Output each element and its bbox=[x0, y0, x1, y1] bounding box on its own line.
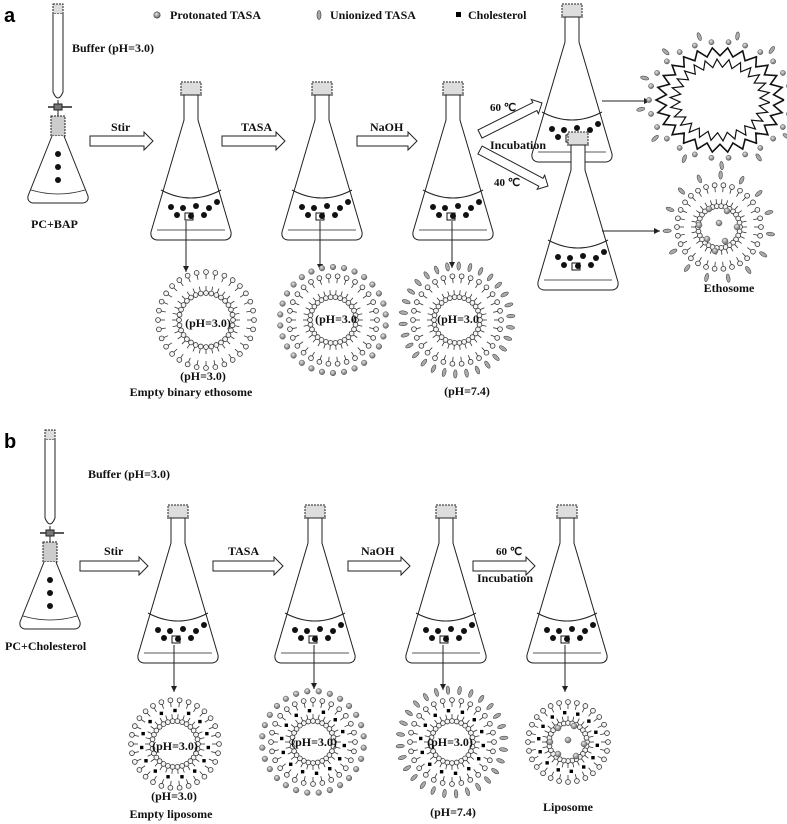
panel-a-step-tasa: TASA bbox=[241, 120, 272, 134]
panel-a-flask-3 bbox=[412, 81, 494, 241]
panel-a-arrow-naoh bbox=[356, 130, 418, 152]
panel-b-flask-60c bbox=[526, 504, 608, 664]
panel-a-arrow-40c bbox=[477, 145, 549, 191]
panel-b-arrow-naoh bbox=[347, 555, 411, 577]
panel-b-vesicle-naoh bbox=[395, 685, 509, 799]
panel-b-flask-1 bbox=[137, 504, 219, 664]
panel-b-vesicle1-inner: (pH=3.0) bbox=[152, 739, 198, 753]
panel-b-temp: 60 ℃ bbox=[496, 546, 522, 558]
panel-b-down-arrow-2 bbox=[311, 645, 317, 689]
panel-a-incubation: Incubation bbox=[490, 138, 546, 152]
panel-a-step-naoh: NaOH bbox=[370, 120, 404, 134]
panel-a-arrow-stir bbox=[89, 130, 154, 152]
panel-b-vesicle2-inner: (pH=3.0) bbox=[291, 735, 337, 749]
panel-a-step-stir: Stir bbox=[111, 120, 131, 134]
panel-b-letter: b bbox=[4, 431, 16, 453]
protonated-tasa-symbol bbox=[153, 11, 161, 19]
panel-a-vesicle1-below: (pH=3.0) bbox=[180, 369, 226, 383]
panel-b-down-arrow-4 bbox=[562, 645, 568, 692]
panel-b-down-arrow-1 bbox=[171, 645, 177, 692]
panel-a-arrow-60c bbox=[477, 98, 543, 139]
panel-a-right-arrow-bottom bbox=[602, 228, 660, 234]
panel-b-incubation: Incubation bbox=[477, 571, 533, 585]
panel-a-product: Ethosome bbox=[704, 281, 755, 295]
panel-a-vesicle-empty bbox=[155, 269, 257, 371]
panel-a-arrow-tasa bbox=[221, 130, 286, 152]
panel-b-arrow-60c bbox=[472, 555, 536, 577]
legend-unionized: Unionized TASA bbox=[330, 8, 416, 22]
panel-a-flask-40c bbox=[537, 131, 619, 291]
cholesterol-symbol bbox=[456, 12, 461, 17]
panel-a-vesicle-tasa bbox=[277, 263, 389, 377]
panel-b-vesicle-empty bbox=[128, 697, 222, 791]
panel-a-down-arrow-3 bbox=[449, 221, 455, 268]
panel-a-vesicle1-inner: (pH=3.0) bbox=[185, 316, 231, 330]
panel-a-temp-high: 60 ℃ bbox=[490, 102, 516, 114]
panel-b-product: Liposome bbox=[543, 800, 594, 814]
panel-b-flask-3 bbox=[405, 504, 487, 664]
panel-a-vesicle3-below: (pH=7.4) bbox=[444, 384, 490, 398]
panel-b-arrow-tasa bbox=[212, 555, 284, 577]
panel-b-vesicle3-below: (pH=7.4) bbox=[430, 805, 476, 819]
panel-a bbox=[27, 3, 787, 379]
panel-b-funnel-flask bbox=[19, 429, 81, 630]
panel-a-vesicle2-inner: (pH=3.0 bbox=[315, 312, 357, 326]
panel-b-buffer-label: Buffer (pH=3.0) bbox=[88, 467, 170, 481]
panel-b-liposome bbox=[525, 699, 611, 785]
panel-b-start-label: PC+Cholesterol bbox=[5, 639, 87, 653]
panel-b bbox=[19, 429, 611, 799]
panel-a-temp-low: 40 ℃ bbox=[494, 177, 520, 189]
panel-b-step-stir: Stir bbox=[104, 544, 124, 558]
panel-b-arrow-stir bbox=[79, 555, 149, 577]
panel-a-start-label: PC+BAP bbox=[31, 217, 78, 231]
panel-a-vesicle-star bbox=[636, 31, 787, 171]
unionized-tasa-symbol bbox=[316, 10, 322, 20]
panel-b-vesicle3-inner: (pH=3.0) bbox=[427, 735, 473, 749]
panel-b-step-naoh: NaOH bbox=[361, 544, 395, 558]
panel-b-vesicle1-name: Empty liposome bbox=[129, 807, 213, 821]
panel-b-flask-2 bbox=[274, 504, 356, 664]
panel-b-down-arrow-3 bbox=[440, 645, 446, 690]
panel-a-flask-1 bbox=[150, 81, 232, 241]
panel-a-flask-2 bbox=[281, 81, 363, 241]
panel-a-buffer-label: Buffer (pH=3.0) bbox=[72, 41, 154, 55]
legend: Protonated TASA Unionized TASA Cholester… bbox=[153, 8, 527, 22]
panel-a-vesicle1-name: Empty binary ethosome bbox=[130, 385, 253, 399]
panel-a-vesicle3-inner: (pH=3.0 bbox=[437, 312, 479, 326]
panel-a-letter: a bbox=[4, 5, 16, 27]
panel-b-vesicle1-below: (pH=3.0) bbox=[151, 789, 197, 803]
panel-a-down-arrow-1 bbox=[183, 221, 189, 272]
panel-a-funnel-flask bbox=[27, 3, 89, 204]
panel-a-vesicle-naoh bbox=[398, 261, 516, 379]
panel-a-ethosome bbox=[662, 170, 775, 283]
panel-b-vesicle-tasa bbox=[259, 688, 367, 796]
panel-b-step-tasa: TASA bbox=[228, 544, 259, 558]
legend-protonated: Protonated TASA bbox=[170, 8, 261, 22]
legend-cholesterol: Cholesterol bbox=[468, 8, 527, 22]
panel-a-right-arrow-top bbox=[602, 98, 650, 104]
